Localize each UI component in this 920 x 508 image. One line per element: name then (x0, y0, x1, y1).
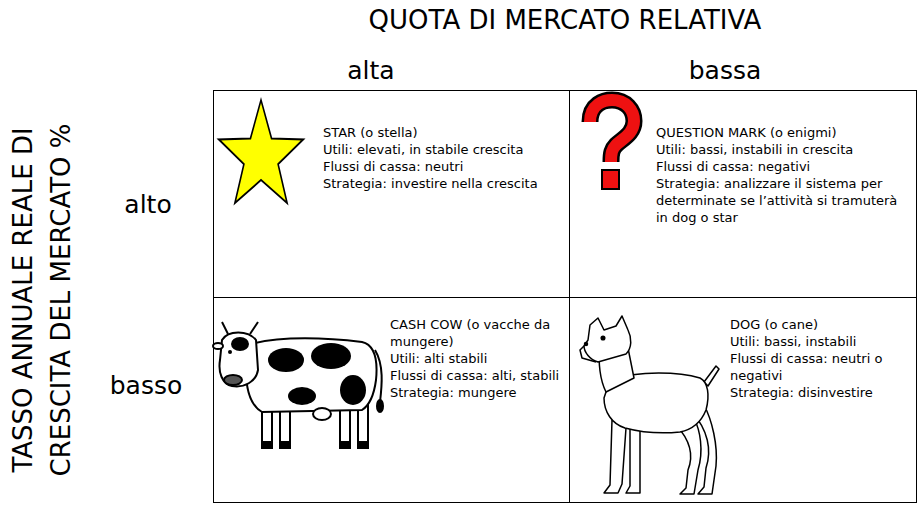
quadrant-text: CASH COW (o vacche da mungere)Utili: alt… (390, 316, 566, 401)
quadrant-detail: Flussi di cassa: neutri (323, 158, 563, 175)
quadrant-heading: QUESTION MARK (o enigmi) (656, 124, 912, 141)
column-label: alta (347, 55, 394, 86)
question-mark-icon (590, 100, 634, 189)
quadrant-detail: Utili: elevati, in stabile crescita (323, 141, 563, 158)
cow-illustration (213, 322, 383, 448)
quadrant-text: STAR (o stella)Utili: elevati, in stabil… (323, 124, 563, 192)
row-label: alto (124, 189, 171, 220)
axis-title: QUOTA DI MERCATO RELATIVA (369, 4, 762, 36)
quadrant-text: QUESTION MARK (o enigmi)Utili: bassi, in… (656, 124, 912, 226)
star-icon (219, 100, 304, 203)
quadrant-cell: STAR (o stella)Utili: elevati, in stabil… (213, 90, 570, 298)
quadrant-heading: CASH COW (o vacche da mungere) (390, 316, 566, 350)
axis-title: TASSO ANNUALE REALE DI CRESCITA DEL MERC… (4, 95, 80, 505)
quadrant-detail: Strategia: mungere (390, 384, 566, 401)
quadrant-detail: Strategia: analizzare il sistema per det… (656, 175, 912, 226)
quadrant-detail: Flussi di cassa: negativi (656, 158, 912, 175)
quadrant-detail: Utili: bassi, instabili (730, 333, 912, 350)
quadrant-detail: Strategia: investire nella crescita (323, 175, 563, 192)
quadrant-detail: Strategia: disinvestire (730, 384, 912, 401)
quadrant-cell: CASH COW (o vacche da mungere)Utili: alt… (213, 297, 570, 503)
row-label: basso (110, 370, 183, 401)
quadrant-heading: DOG (o cane) (730, 316, 912, 333)
quadrant-detail: Utili: alti stabili (390, 350, 566, 367)
dog-illustration (580, 316, 719, 494)
quadrant-text: DOG (o cane)Utili: bassi, instabiliFluss… (730, 316, 912, 401)
quadrant-heading: STAR (o stella) (323, 124, 563, 141)
quadrant-cell: DOG (o cane)Utili: bassi, instabiliFluss… (569, 297, 917, 503)
column-label: bassa (689, 55, 762, 86)
quadrant-detail: Utili: bassi, instabili in crescita (656, 141, 912, 158)
quadrant-detail: Flussi di cassa: alti, stabili (390, 367, 566, 384)
quadrant-cell: QUESTION MARK (o enigmi)Utili: bassi, in… (569, 90, 917, 298)
quadrant-detail: Flussi di cassa: neutri o negativi (730, 350, 912, 384)
